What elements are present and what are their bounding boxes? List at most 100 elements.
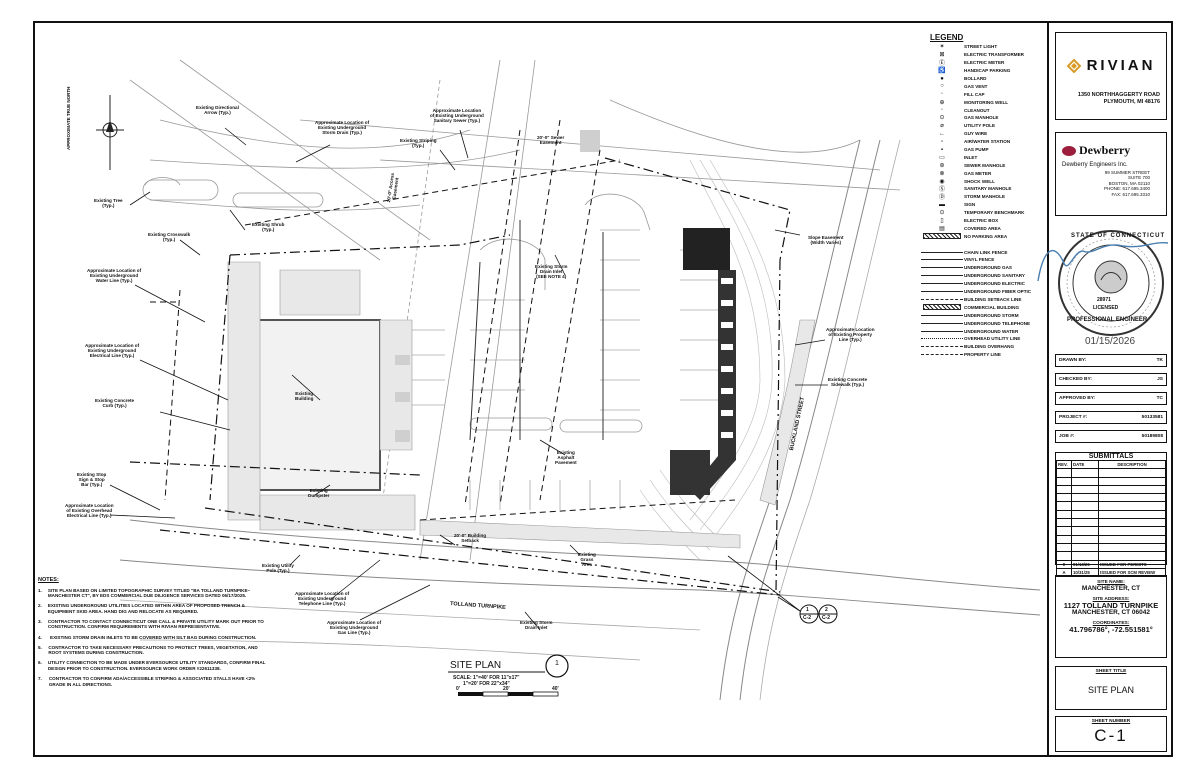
submittals-col-date: DATE [1071,459,1099,470]
note-item: 4.EXISTING STORM DRAIN INLETS TO BE COVE… [38,634,257,640]
site-name: MANCHESTER, CT [1081,585,1141,592]
legend-item: ←GUY WIRE [920,130,1035,138]
callout-water-line: Approximate Location of Existing Undergr… [87,268,142,284]
callout-directional-arrow: Existing Directional Arrow (Typ.) [196,105,239,116]
legend-symbol-icon: ▬ [939,201,945,208]
site-plan-drawing [96,59,1041,701]
dewberry-wordmark: Dewberry [1079,143,1131,157]
submittal-cell-date [1071,526,1099,536]
job-number-field: JOB #:50189808 [1055,430,1167,443]
legend-item: ⊠ELECTRIC TRANSFORMER [920,51,1035,59]
title-block-border [1047,21,1173,757]
site-info-block: SITE NAME: MANCHESTER, CT SITE ADDRESS: … [1055,575,1167,658]
submittal-cell-rev [1056,468,1072,478]
legend-label: NO PARKING AREA [964,233,1008,239]
callout-dumpster: Existing Dumpster [308,488,330,499]
callout-sidewalk: Existing Concrete Sidewalk (Typ.) [828,377,868,388]
legend-label: GUY WIRE [964,131,988,137]
sheet-title-block: SHEET TITLE SITE PLAN [1055,666,1167,710]
seal-date: 01/15/2026 [1085,336,1136,347]
site-address-label: SITE ADDRESS: [1092,596,1130,602]
scale-tick-0: 0' [456,686,460,692]
legend-symbol-icon: ⊗ [939,170,945,177]
submittal-row [1056,468,1166,478]
callout-crosswalk: Existing Crosswalk (Typ.) [148,232,191,243]
callout-property-line: Approximate Location of Existing Propert… [826,327,875,343]
general-notes: NOTES: 1.SITE PLAN BASED ON LIMITED TOPO… [38,577,268,687]
legend-item: ⊕MONITORING WELL [920,98,1035,106]
sheet-border [33,21,1173,757]
legend-item: ○GAS VENT [920,82,1035,90]
legend-symbol-icon [920,314,964,316]
legend-symbol-icon: ⊠ [939,52,945,59]
legend-symbol-icon [920,298,964,300]
legend-label: BUILDING SETBACK LINE [964,296,1022,302]
submittal-cell-date [1071,518,1099,528]
submittal-cell-rev [1056,526,1072,536]
legend-label: ELECTRIC METER [964,60,1005,66]
submittal-row [1056,501,1166,511]
legend-label: UNDERGROUND STORM [964,312,1019,318]
legend-label: BUILDING OVERHANG [964,344,1015,350]
legend-item: ◉SHOCK WELL [920,177,1035,185]
legend-label: UNDERGROUND GAS [964,265,1012,271]
legend-symbol-icon: ▪ [940,146,944,153]
legend-item: BUILDING OVERHANG [920,343,1035,351]
legend-label: COVERED AREA [964,225,1001,231]
legend-symbol-icon: ✶ [939,44,945,51]
legend-symbol-icon [920,354,964,356]
callout-striping: Existing Striping (Typ.) [400,138,437,149]
legend-symbol-icon: Ⓓ [938,195,945,202]
submittal-row [1056,518,1166,528]
note-item: 6.UTILITY CONNECTION TO BE MADE UNDER EV… [38,660,266,671]
plan-scale-1: SCALE: 1"=40' FOR 11"x17" [453,675,520,681]
legend-label: OVERHEAD UTILITY LINE [964,336,1021,342]
legend-label: TEMPORARY BENCHMARK [964,210,1025,216]
seal-bottom-text: PROFESSIONAL ENGINEER [1067,317,1148,323]
legend-item: UNDERGROUND SANITARY [920,272,1035,280]
legend-symbol-icon: ⊙ [939,115,945,122]
legend-label: ELECTRIC BOX [964,218,999,224]
scale-tick-20: 20' [503,686,510,692]
legend-symbol-icon: ♿ [938,68,946,75]
legend-symbol-icon: ○ [940,83,944,90]
submittal-row [1056,526,1166,536]
legend-label: UNDERGROUND WATER [964,328,1019,334]
legend-symbol-icon [920,304,964,311]
site-name-label: SITE NAME: [1097,580,1125,585]
legend-label: UNDERGROUND FIBER OPTIC [964,289,1032,295]
legend-symbol-icon [920,338,964,340]
submittal-cell-desc: ISSUED FOR SCM REVIEW [1098,567,1166,578]
legend-label: SEWER MANHOLE [964,162,1006,168]
submittal-cell-desc [1098,493,1166,503]
submittal-cell-date [1071,551,1099,561]
legend-symbol-icon [920,259,964,261]
legend-item: ▯ELECTRIC BOX [920,217,1035,225]
callout-storm-inlet-2: Existing Storm Drain Inlet [520,620,553,631]
submittal-row [1056,534,1166,544]
callout-sewer: Approximate Location of Existing Undergr… [430,108,484,124]
submittal-cell-date [1071,542,1099,553]
submittal-row [1056,484,1166,495]
detail-ref-2-sheet: C-2 [822,615,831,621]
client-block: RIVIAN 1350 NORTHHAGGERTY ROAD PLYMOUTH,… [1055,32,1167,120]
legend-label: COMMERCIAL BUILDING [964,304,1020,310]
submittal-cell-date [1071,493,1099,503]
legend-item: PROPERTY LINE [920,351,1035,359]
legend-item: ◦FILL CAP [920,90,1035,98]
professional-engineer-seal-icon [1058,230,1164,336]
callout-electrical-line: Approximate Location of Existing Undergr… [85,343,140,359]
callout-building: Existing Building [295,391,314,402]
legend-label: CHAIN LINK FENCE [964,249,1008,255]
legend-symbol-icon [920,330,964,332]
submittal-row [1056,551,1166,561]
legend-label: PROPERTY LINE [964,352,1001,358]
legend-item: OVERHEAD UTILITY LINE [920,335,1035,343]
callout-building-setback: 20'-0" Building Setback [454,533,487,544]
